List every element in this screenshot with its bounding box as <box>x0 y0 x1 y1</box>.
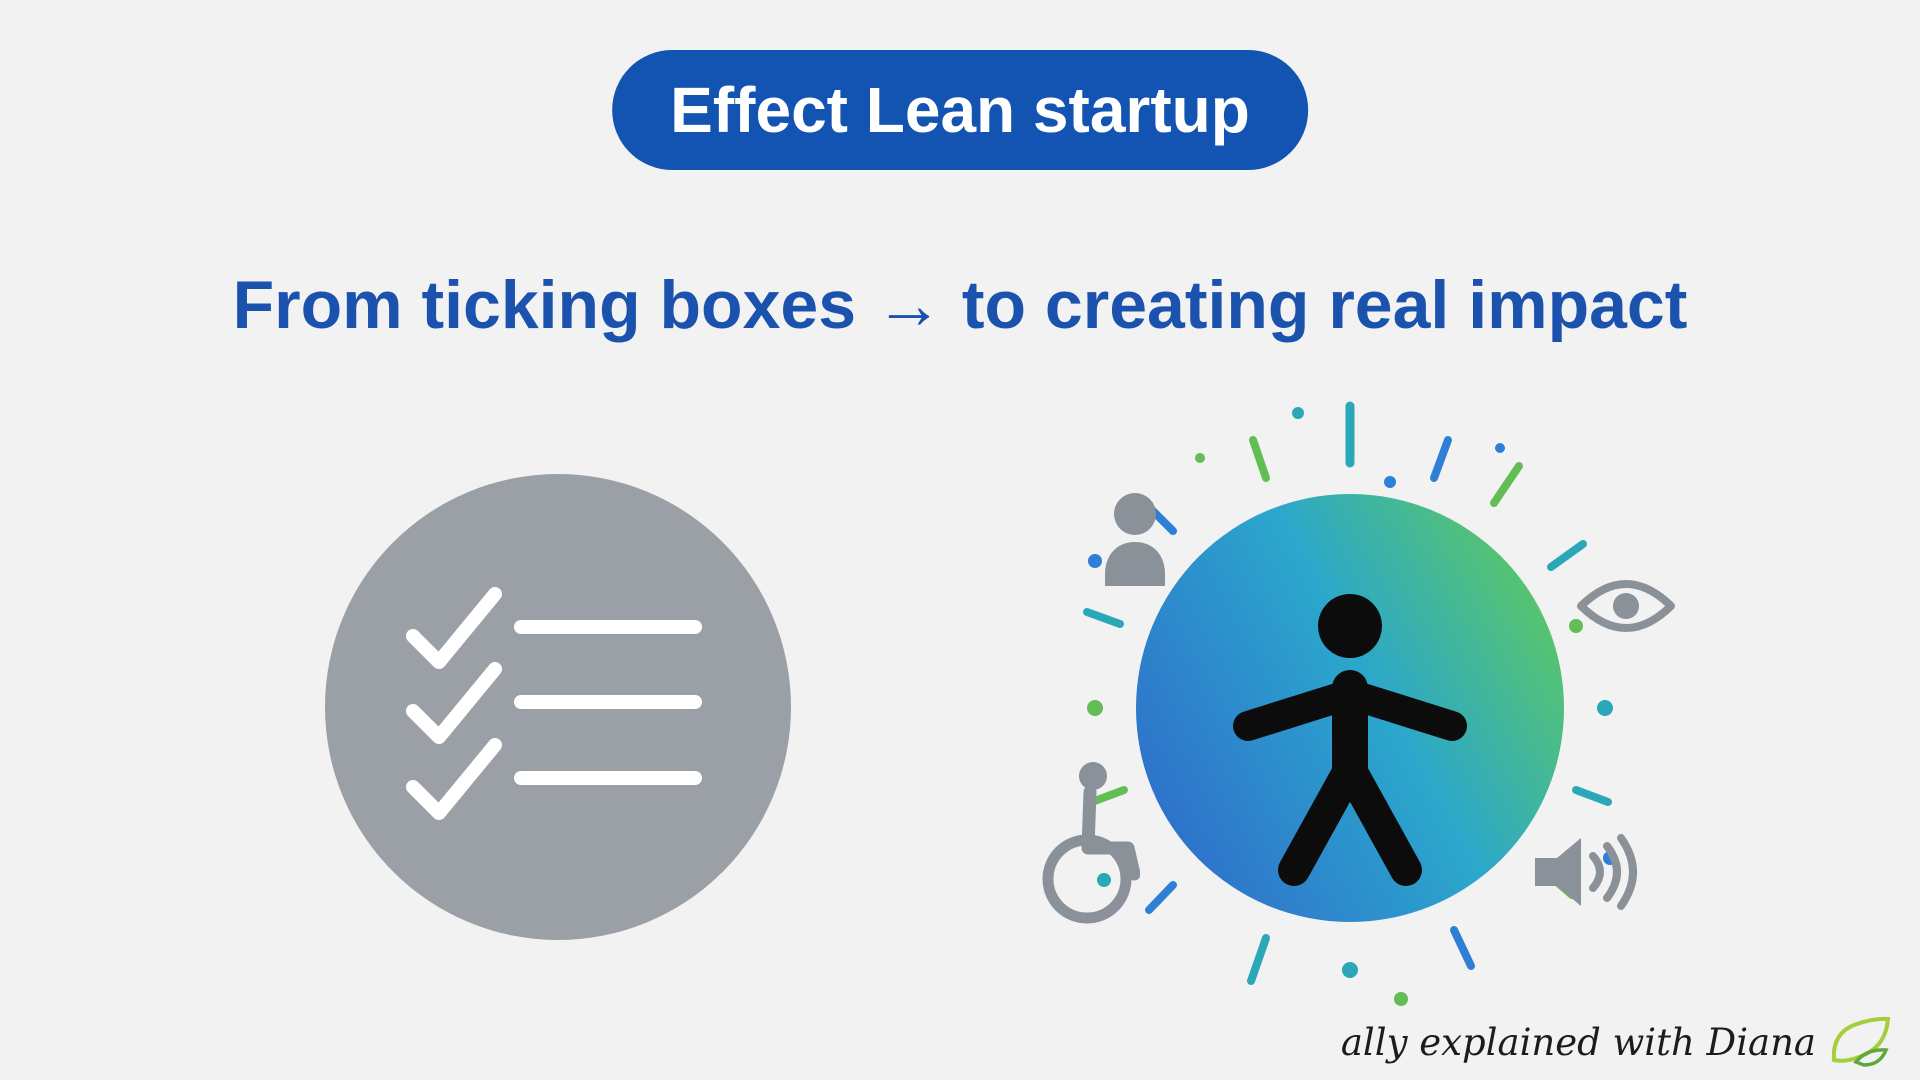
checklist-art <box>325 474 791 940</box>
check-icon <box>406 738 502 820</box>
check-icon <box>406 587 502 669</box>
checklist-icon <box>325 474 791 940</box>
check-icon <box>406 662 502 744</box>
accessibility-art <box>1020 378 1680 1038</box>
signature-text: ally explained with Diana <box>1340 1020 1816 1064</box>
person-icon <box>1105 493 1165 586</box>
speaker-icon <box>1535 834 1637 910</box>
accessibility-icon <box>1233 594 1467 886</box>
eye-icon <box>1577 580 1675 632</box>
burst-decoration <box>1083 401 1617 1006</box>
page-title: From ticking boxes → to creating real im… <box>232 267 1688 343</box>
title-badge: Effect Lean startup <box>612 50 1308 170</box>
burst-dots <box>1087 407 1617 1006</box>
leaf-icon <box>1831 1016 1891 1067</box>
signature: ally explained with Diana <box>1341 1016 1892 1068</box>
checklist-rows <box>406 587 702 820</box>
title-badge-label: Effect Lean startup <box>670 74 1250 146</box>
wheelchair-icon <box>1042 762 1140 924</box>
